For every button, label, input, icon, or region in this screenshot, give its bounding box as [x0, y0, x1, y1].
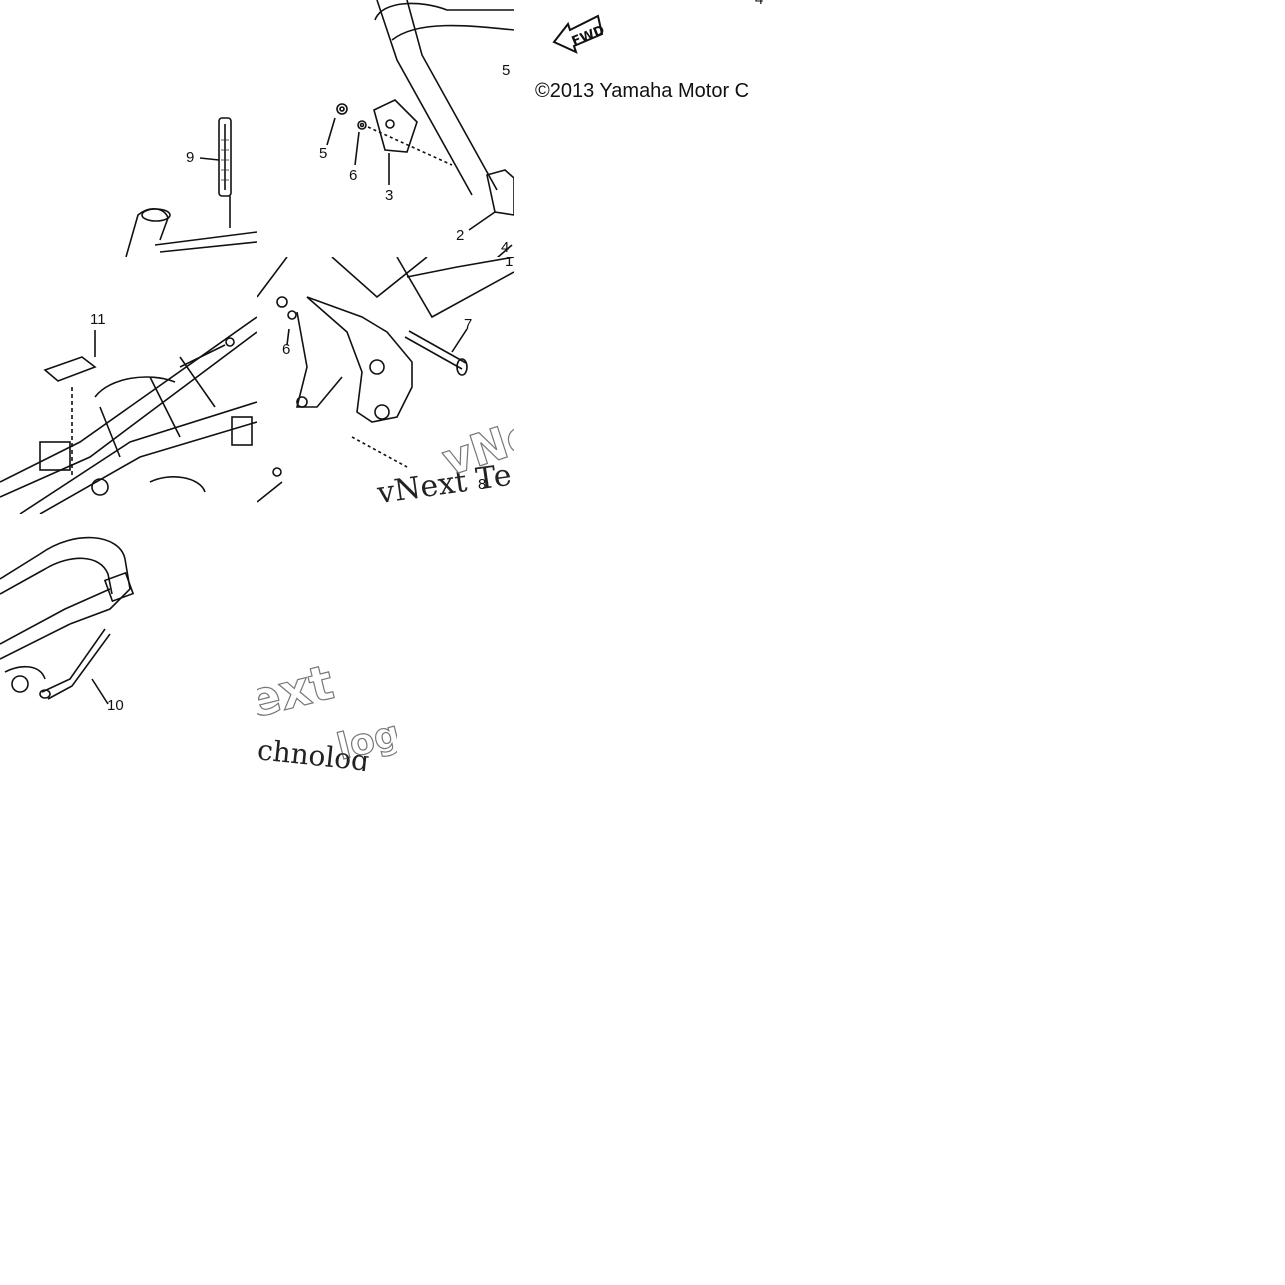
diagram-tile-middle-center: 6 7 8 1 vNext Te vNe [257, 257, 514, 514]
diagram-tile-bottom-center: ext logi chnolog [257, 514, 397, 771]
frame-top-drawing [125, 117, 257, 257]
watermark-line-c: ext [257, 654, 340, 730]
copyright-text: ©2013 Yamaha Motor C [535, 80, 750, 102]
rear-frame-drawing [0, 536, 135, 705]
callout-7: 7 [464, 316, 473, 333]
engine-mount-drawing [257, 257, 514, 503]
callout-4: 4 [501, 239, 510, 256]
callout-9: 9 [186, 149, 195, 166]
callout-11: 11 [90, 311, 106, 328]
callout-8: 8 [478, 476, 487, 493]
callout-1: 1 [505, 257, 514, 270]
frame-side-drawing [0, 316, 257, 514]
callout-3: 3 [385, 187, 394, 204]
callout-10: 10 [107, 697, 124, 714]
diagram-tile-top-middle: 5 6 3 2 5 4 [257, 0, 514, 257]
callout-5-top: 5 [502, 62, 511, 79]
callout-6-lower: 6 [282, 341, 291, 358]
callout-6-upper: 6 [349, 167, 358, 184]
diagram-tile-middle-left: 11 [0, 257, 257, 514]
diagram-tile-top-left: 9 [0, 0, 257, 257]
diagram-tile-bottom-left: 10 [0, 514, 257, 771]
bracket-drawing [326, 0, 514, 257]
callout-2: 2 [456, 227, 465, 244]
callout-4-top: 4 [755, 0, 763, 7]
fwd-arrow-icon: FWD [552, 12, 607, 54]
callout-5-upper: 5 [319, 145, 328, 162]
